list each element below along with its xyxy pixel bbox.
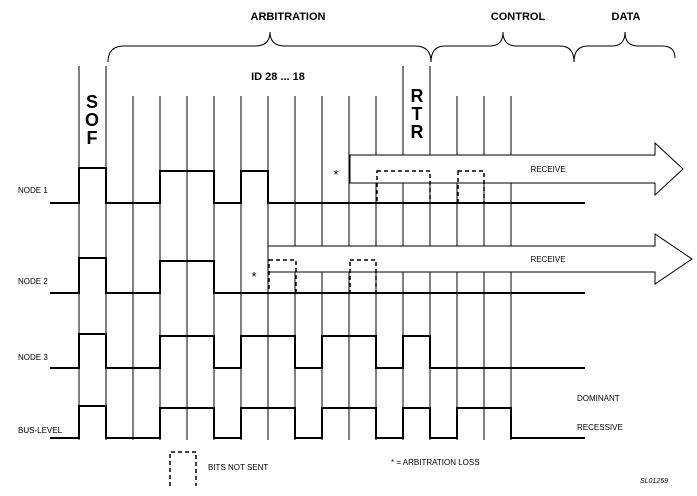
control-header: CONTROL [491,11,546,23]
id-range-label: ID 28 ... 18 [251,71,305,83]
sof-letter-f: F [87,128,98,148]
bus-level-label: BUS-LEVEL [18,426,63,435]
data-brace [573,31,676,63]
recessive-label: RECESSIVE [577,423,623,432]
node3-signal [50,333,585,369]
rtr-letter-r2: R [411,122,424,142]
node1-receive-label: RECEIVE [530,165,565,174]
node3-label: NODE 3 [18,353,48,362]
node1-bits-not-sent-1 [376,170,431,204]
node2-receive-arrow [267,233,693,285]
figure-id: SL01259 [640,478,668,485]
sof-letter-s: S [86,92,98,112]
dominant-label: DOMINANT [577,394,620,403]
legend-bits-not-sent-box [169,451,197,486]
bus-level-signal [50,405,585,439]
node1-arbitration-loss-mark: * [333,167,338,182]
node1-receive-arrow [349,141,684,197]
node2-signal [50,257,585,294]
node2-receive-label: RECEIVE [530,255,565,264]
node1-bits-not-sent-2 [457,170,485,204]
data-header: DATA [612,11,641,23]
node2-arbitration-loss-mark: * [251,269,256,284]
arbitration-header: ARBITRATION [251,11,326,23]
legend-arbitration-loss-label: * = ARBITRATION LOSS [391,458,480,467]
arbitration-brace [107,31,432,63]
legend-bits-not-sent-label: BITS NOT SENT [208,463,268,472]
node2-bits-not-sent-2 [349,259,377,294]
control-brace [430,31,575,63]
node2-label: NODE 2 [18,277,48,286]
sof-letter-o: O [85,110,99,130]
node1-label: NODE 1 [18,186,48,195]
rtr-letter-t: T [412,104,423,124]
node2-bits-not-sent-1 [268,259,297,294]
rtr-letter-r1: R [411,86,424,106]
node1-signal [50,167,585,204]
